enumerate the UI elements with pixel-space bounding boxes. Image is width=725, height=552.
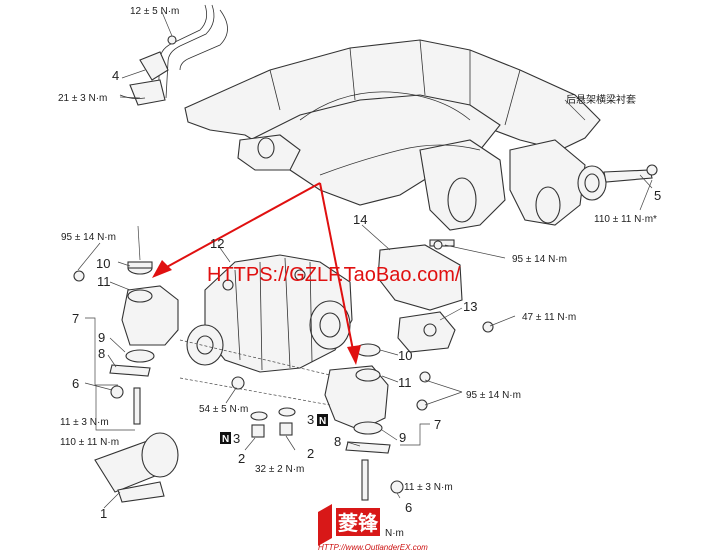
callout-9-left: 9 bbox=[98, 330, 105, 345]
torque-label-95-right-top: 95 ± 14 N·m bbox=[512, 254, 567, 265]
logo-mark bbox=[318, 504, 332, 546]
callout-3-right: 3 bbox=[307, 412, 314, 427]
crossmember-bushing bbox=[577, 164, 658, 201]
propeller-shaft bbox=[94, 432, 179, 503]
svg-text:菱锋: 菱锋 bbox=[338, 511, 379, 535]
bushing-chinese-label: 后悬架横梁衬套 bbox=[566, 93, 636, 106]
callout-5: 5 bbox=[654, 188, 661, 203]
torque-label-47: 47 ± 11 N·m bbox=[522, 312, 576, 323]
arrow-head-left bbox=[152, 260, 172, 278]
watermark-text: HTTPS://GZLF.TaoBao.com/ bbox=[207, 264, 461, 286]
svg-text:N: N bbox=[319, 416, 326, 427]
callout-8-right: 8 bbox=[334, 434, 341, 449]
partial-unit-label: N·m bbox=[385, 528, 404, 539]
bracket-13 bbox=[397, 311, 494, 353]
torque-label-32: 32 ± 2 N·m bbox=[255, 464, 304, 475]
torque-label-11-left: 11 ± 3 N·m bbox=[60, 417, 109, 428]
torque-label-11-right: 11 ± 3 N·m bbox=[404, 482, 453, 493]
callout-2-right: 2 bbox=[307, 446, 314, 461]
callout-2-left: 2 bbox=[238, 451, 245, 466]
callout-8-left: 8 bbox=[98, 346, 105, 361]
left-mount-bracket bbox=[73, 261, 179, 425]
callout-9-right: 9 bbox=[399, 430, 406, 445]
fasteners bbox=[110, 240, 443, 494]
callout-14: 14 bbox=[353, 212, 367, 227]
torque-label-95-left: 95 ± 14 N·m bbox=[61, 232, 116, 243]
torque-label-110-right: 110 ± 11 N·m* bbox=[594, 214, 657, 225]
rear-suspension-crossmember bbox=[184, 39, 601, 231]
new-part-marker-left: N bbox=[220, 432, 231, 445]
arrow-head-right bbox=[347, 345, 361, 365]
callout-1: 1 bbox=[100, 506, 107, 521]
torque-label-12: 12 ± 5 N·m bbox=[130, 6, 179, 17]
leader-lines bbox=[77, 11, 653, 509]
callout-13: 13 bbox=[463, 299, 477, 314]
callout-4: 4 bbox=[112, 68, 119, 83]
differential-carrier bbox=[186, 254, 353, 390]
callout-11-right: 11 bbox=[398, 375, 412, 390]
callout-12: 12 bbox=[210, 236, 224, 251]
right-mount-bracket bbox=[324, 343, 391, 501]
torque-label-110-left: 110 ± 11 N·m bbox=[60, 437, 119, 448]
pipe-bracket-assembly bbox=[119, 4, 228, 106]
new-part-marker-right: N bbox=[317, 414, 328, 427]
callout-7-right: 7 bbox=[434, 417, 441, 432]
callout-3-left: 3 bbox=[233, 431, 240, 446]
callout-7-left: 7 bbox=[72, 311, 79, 326]
highlight-arrows bbox=[152, 182, 361, 365]
callout-6-right: 6 bbox=[405, 500, 412, 515]
brand-logo: 菱锋 HTTP://www.OutlanderEX.com bbox=[318, 504, 428, 552]
brand-url: HTTP://www.OutlanderEX.com bbox=[318, 543, 428, 552]
torque-label-54: 54 ± 5 N·m bbox=[199, 404, 248, 415]
svg-text:N: N bbox=[222, 434, 229, 445]
callout-10-right: 10 bbox=[398, 348, 412, 363]
callout-11-left: 11 bbox=[97, 274, 111, 289]
torque-label-95-right-bottom: 95 ± 14 N·m bbox=[466, 390, 521, 401]
callout-6-left: 6 bbox=[72, 376, 79, 391]
torque-label-21: 21 ± 3 N·m bbox=[58, 93, 107, 104]
callout-10-left: 10 bbox=[96, 256, 110, 271]
